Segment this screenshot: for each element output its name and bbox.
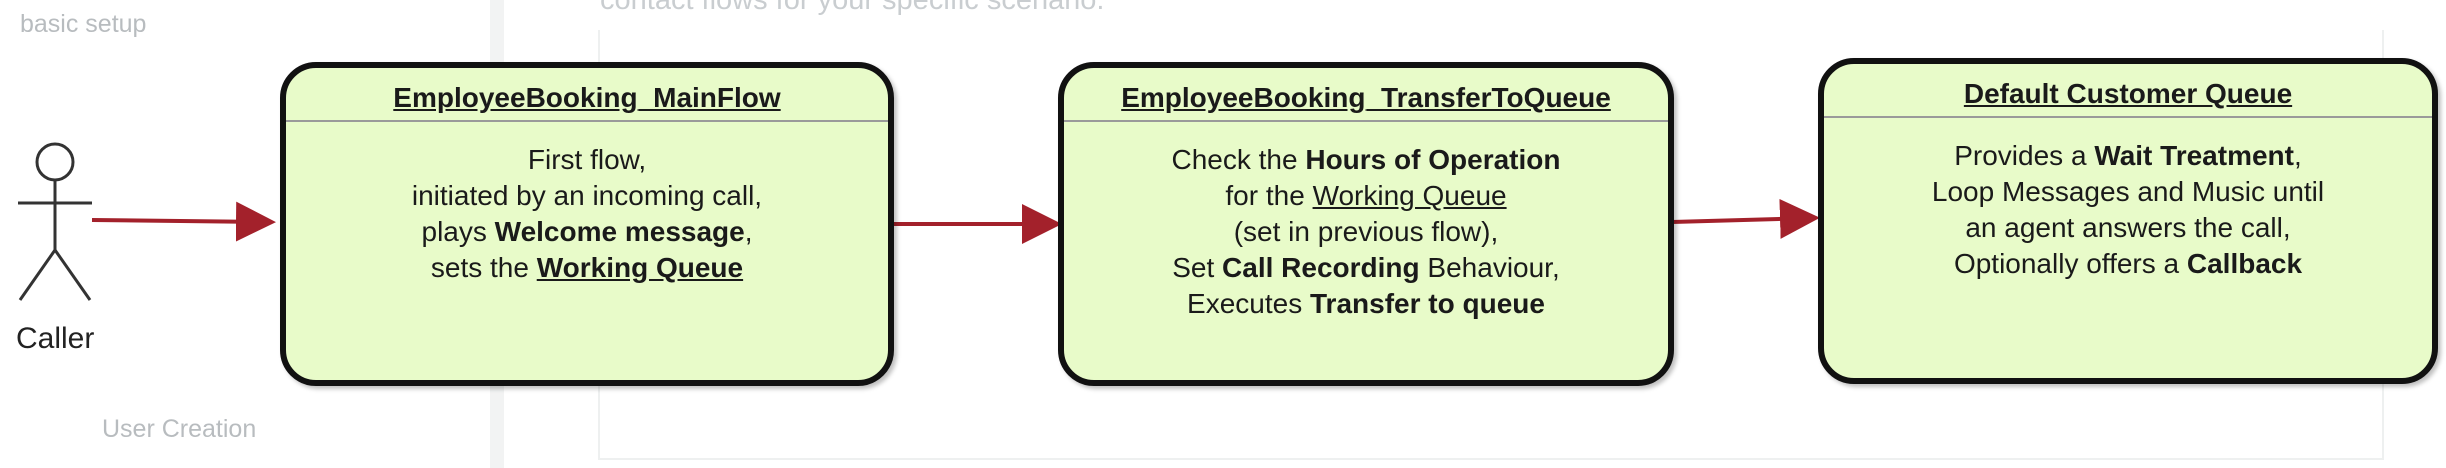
flow-text-run: Check the — [1171, 144, 1306, 175]
flow-title: Default Customer Queue — [1963, 78, 2293, 109]
flow-text-run: for the — [1225, 180, 1313, 211]
sidebar-link-user-creation[interactable]: User Creation — [102, 415, 257, 443]
flow-description: Provides a Wait Treatment,Loop Messages … — [1824, 118, 2432, 282]
intro-text: contact flows for your specific scenario… — [600, 0, 1105, 16]
flow-text-run: Executes — [1187, 288, 1310, 319]
flow-divider — [1064, 120, 1668, 122]
flow-text-run: Working Queue — [1312, 180, 1507, 211]
flow-title: EmployeeBooking_MainFlow — [393, 82, 781, 113]
flow-text-run: an agent answers the call, — [1965, 212, 2291, 243]
arrow-caller-to-mainflow — [91, 201, 276, 242]
flow-divider — [1824, 116, 2432, 118]
flow-text-run: Working Queue — [536, 252, 744, 283]
flow-text-run: (set in previous flow), — [1233, 216, 1499, 247]
flow-box-transfer-to-queue[interactable]: EmployeeBooking_TransferToQueue Check th… — [1058, 62, 1674, 386]
flow-text-run: Optionally offers a — [1953, 248, 2187, 279]
flow-text-run: initiated by an incoming call, — [411, 180, 763, 211]
flow-description-line: initiated by an incoming call, — [286, 178, 888, 214]
flow-text-run: Set — [1172, 252, 1223, 283]
flow-box-default-customer-queue[interactable]: Default Customer Queue Provides a Wait T… — [1818, 58, 2438, 384]
flow-title: EmployeeBooking_TransferToQueue — [1121, 82, 1611, 113]
flow-text-run: sets the — [430, 252, 537, 283]
flow-description-line: (set in previous flow), — [1064, 214, 1668, 250]
arrow-transfer-to-queue — [1671, 198, 1820, 239]
flow-text-run: Provides a — [1954, 140, 2095, 171]
caller-person-icon — [18, 142, 92, 301]
flow-text-run: Loop Messages and Music until — [1931, 176, 2325, 207]
sidebar-link-basic-setup[interactable]: basic setup — [20, 10, 147, 38]
flow-description: First flow, initiated by an incoming call… — [286, 122, 888, 286]
flow-text-run: Welcome message — [494, 216, 745, 247]
flow-text-run: Behaviour, — [1419, 252, 1560, 283]
flow-text-run: plays — [421, 216, 495, 247]
flow-description-line: plays Welcome message, — [286, 214, 888, 250]
flow-text-run: Wait Treatment — [2094, 140, 2294, 171]
flow-text-run: Call Recording — [1222, 252, 1420, 283]
flow-description-line: Check the Hours of Operation — [1064, 142, 1668, 178]
caller-label: Caller — [16, 322, 95, 355]
flow-description-line: an agent answers the call, — [1824, 210, 2432, 246]
flow-divider — [286, 120, 888, 122]
flow-description-line: for the Working Queue — [1064, 178, 1668, 214]
flow-description-line: Provides a Wait Treatment, — [1824, 138, 2432, 174]
flow-description-line: Loop Messages and Music until — [1824, 174, 2432, 210]
flow-description-line: Optionally offers a Callback — [1824, 246, 2432, 282]
flow-text-run: Transfer to queue — [1310, 288, 1545, 319]
flow-text-run: , — [2293, 140, 2302, 171]
flow-description-line: Executes Transfer to queue — [1064, 286, 1668, 322]
flow-text-run: , — [744, 216, 753, 247]
flow-description-line: sets the Working Queue — [286, 250, 888, 286]
flow-description-line: First flow, — [286, 142, 888, 178]
flow-text-run: First flow, — [527, 144, 647, 175]
flow-description-line: Set Call Recording Behaviour, — [1064, 250, 1668, 286]
flow-text-run: Hours of Operation — [1305, 144, 1561, 175]
flow-box-main-flow[interactable]: EmployeeBooking_MainFlow First flow, init… — [280, 62, 894, 386]
flow-text-run: Callback — [2186, 248, 2303, 279]
